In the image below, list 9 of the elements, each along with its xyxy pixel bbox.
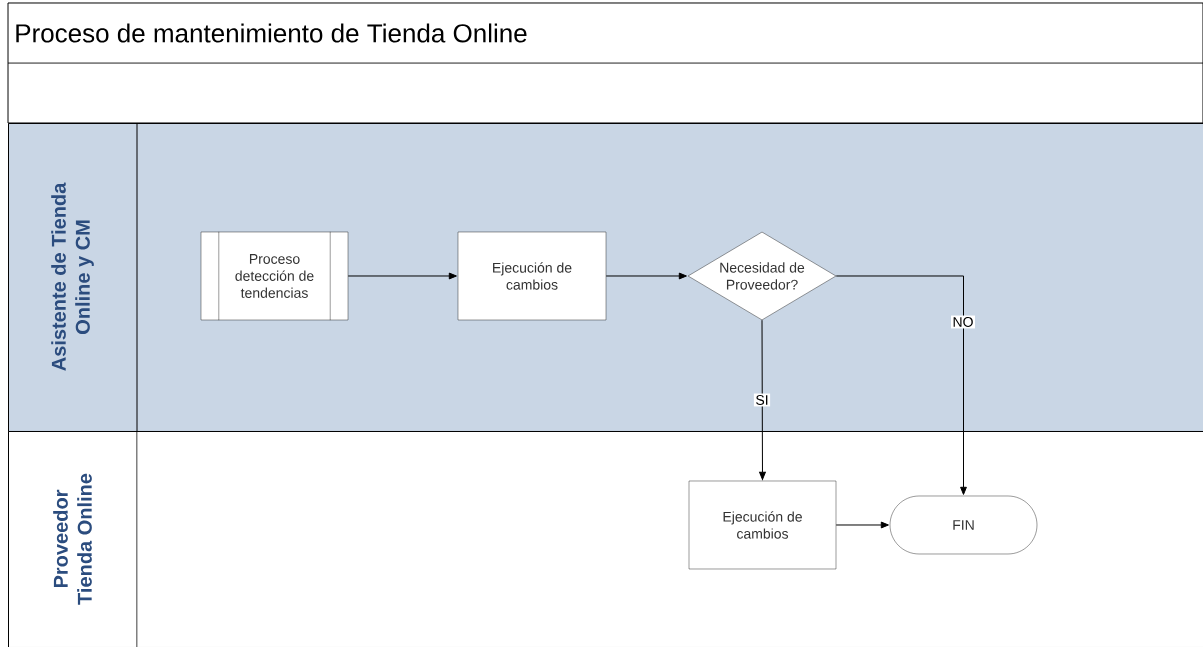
arrow	[835, 275, 967, 495]
arrow	[347, 272, 457, 280]
arrow	[835, 521, 889, 529]
title: Proceso de mantenimiento de Tienda Online	[16, 23, 527, 43]
subprocess-box: Proceso detección de tendencias	[200, 231, 349, 321]
process-box: Ejecución de cambios	[688, 480, 837, 570]
arrow	[759, 319, 766, 480]
arrow	[605, 272, 687, 280]
process-box: Ejecución de cambios	[457, 231, 607, 321]
